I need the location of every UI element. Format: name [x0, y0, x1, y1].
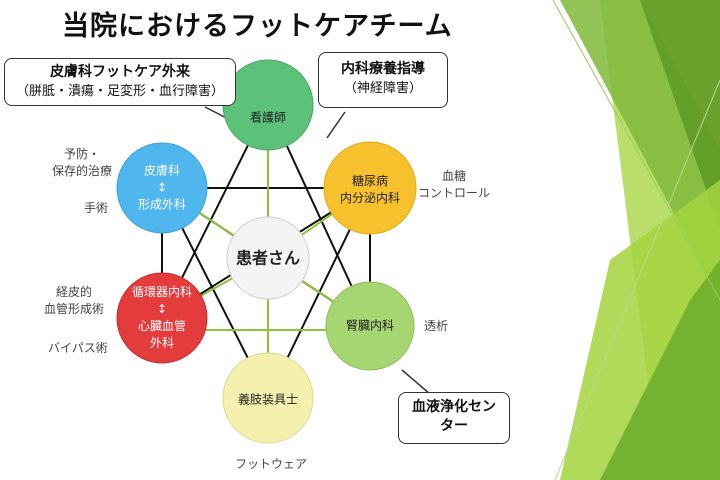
side-label-glucose-line1: 血糖	[442, 169, 467, 183]
node-patient	[226, 216, 310, 300]
label-cardio: 循環器内科 ↕ 心臓血管 外科	[132, 284, 192, 352]
deco-line-1	[552, 0, 720, 301]
label-cardio-top: 循環器内科	[131, 285, 193, 299]
callout-dialysis-line1: 血液浄化セン	[412, 399, 496, 415]
page-title: 当院におけるフットケアチーム	[62, 11, 453, 42]
label-diabetes: 糖尿病 内分泌内科	[340, 173, 400, 207]
callout-internal-line1: 内科療養指導	[341, 61, 425, 77]
side-label-prevention: 予防・ 保存的治療	[52, 146, 112, 180]
label-nurse: 看護師	[249, 110, 287, 125]
label-prosthetist: 義肢装具士	[237, 392, 299, 407]
side-label-bypass: バイパス術	[48, 341, 108, 355]
pointer-dialysis-callout	[401, 369, 431, 395]
label-nephrology: 腎臓内科	[345, 318, 395, 333]
updown-arrow-icon: ↕	[156, 180, 168, 195]
callout-internal-line2: （神経障害）	[343, 81, 422, 96]
node-nurse	[222, 59, 314, 151]
side-label-prevention-line1: 予防・	[64, 147, 101, 161]
label-patient: 患者さん	[235, 248, 301, 268]
side-label-pta-line2: 血管形成術	[44, 302, 105, 316]
label-dermatology-bottom: 形成外科	[137, 197, 187, 212]
callout-dialysis-line2: ター	[440, 418, 468, 434]
node-cardio	[116, 272, 208, 364]
label-diabetes-bottom: 内分泌内科	[339, 191, 401, 205]
callout-dermatology-outpatient: 皮膚科フットケア外来 （胼胝・潰瘍・足変形・血行障害）	[4, 58, 236, 106]
side-label-glucose: 血糖 コントロール	[418, 168, 490, 202]
deco-line-2	[554, 79, 720, 480]
node-dermatology	[116, 142, 208, 234]
node-nephrology	[325, 281, 415, 371]
node-diabetes	[323, 141, 417, 235]
side-label-pta: 経皮的 血管形成術	[44, 284, 104, 318]
callout-dermatology-line2: （胼胝・潰瘍・足変形・血行障害）	[15, 84, 224, 99]
callout-dermatology-line1: 皮膚科フットケア外来	[50, 64, 190, 80]
side-label-footwear: フットウェア	[235, 457, 308, 471]
node-prosthetist	[222, 352, 314, 444]
label-dermatology-top: 皮膚科	[143, 163, 181, 178]
side-label-surgery: 手術	[84, 201, 109, 215]
deco-stripe-5	[600, 260, 720, 480]
deco-stripe-3	[640, 0, 720, 230]
label-cardio-bottom: 外科	[149, 336, 175, 350]
label-cardio-mid: 心臓血管	[137, 319, 187, 333]
pointer-internal-callout	[326, 111, 346, 139]
side-label-prevention-line2: 保存的治療	[52, 164, 113, 178]
side-label-pta-line1: 経皮的	[56, 285, 93, 299]
side-label-dialysis: 透析	[424, 319, 449, 333]
label-diabetes-top: 糖尿病	[351, 174, 389, 188]
side-label-glucose-line2: コントロール	[418, 186, 491, 200]
updown-arrow-icon: ↕	[156, 302, 168, 316]
callout-dialysis-center: 血液浄化セン ター	[398, 392, 510, 444]
callout-internal-medicine: 内科療養指導 （神経障害）	[318, 52, 448, 108]
label-dermatology: 皮膚科 ↕ 形成外科	[138, 163, 186, 214]
